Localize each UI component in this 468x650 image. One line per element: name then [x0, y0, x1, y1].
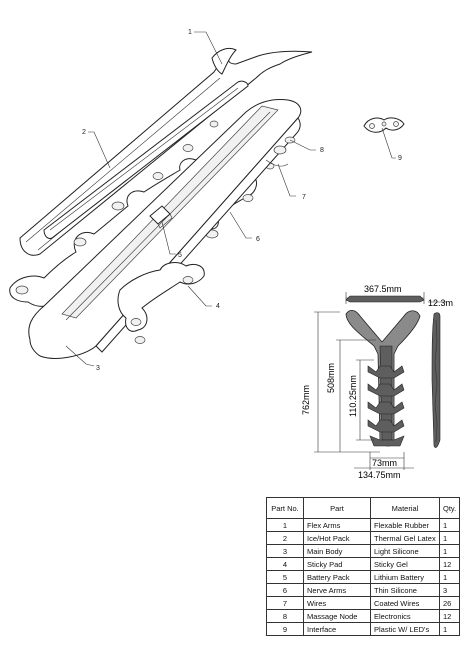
body-height-label: 508mm	[326, 363, 336, 393]
cell-part: Battery Pack	[303, 570, 371, 584]
cell-qty: 1	[438, 622, 461, 636]
cell-material: Thin Silicone	[370, 583, 440, 597]
cell-part-no: 8	[266, 609, 304, 623]
header-part-no: Part No.	[266, 497, 304, 519]
front-view	[345, 310, 421, 447]
cell-qty: 1	[438, 544, 461, 558]
cell-material: Plastic W/ LED's	[370, 622, 440, 636]
callout-5: 5	[178, 252, 182, 259]
header-qty: Qty.	[438, 497, 461, 519]
cell-part: Main Body	[303, 544, 371, 558]
side-view	[428, 301, 446, 448]
table-row: 6 Nerve Arms Thin Silicone 3	[266, 583, 461, 597]
cell-part: Ice/Hot Pack	[303, 531, 371, 545]
table-row: 4 Sticky Pad Sticky Gel 12	[266, 557, 461, 571]
cell-part-no: 1	[266, 518, 304, 532]
cell-part: Wires	[303, 596, 371, 610]
cell-material: Sticky Gel	[370, 557, 440, 571]
cell-part-no: 7	[266, 596, 304, 610]
callout-leaders	[65, 31, 396, 367]
cell-part: Flex Arms	[303, 518, 371, 532]
cell-qty: 1	[438, 570, 461, 584]
cell-part: Massage Node	[303, 609, 371, 623]
base-width-label: 134.75mm	[358, 470, 401, 480]
callout-3: 3	[96, 365, 100, 372]
cell-part-no: 9	[266, 622, 304, 636]
cell-part-no: 2	[266, 531, 304, 545]
cell-part: Interface	[303, 622, 371, 636]
cell-material: Coated Wires	[370, 596, 440, 610]
battery-pack-part	[149, 205, 173, 229]
cell-qty: 1	[438, 531, 461, 545]
total-height-label: 762mm	[301, 385, 311, 415]
cell-material: Thermal Gel Latex	[370, 531, 440, 545]
cell-qty: 3	[438, 583, 461, 597]
spine-height-label: 110.25mm	[348, 375, 358, 417]
callout-4: 4	[216, 303, 220, 310]
interface-part	[363, 117, 405, 133]
cell-part-no: 5	[266, 570, 304, 584]
table-row: 2 Ice/Hot Pack Thermal Gel Latex 1	[266, 531, 461, 545]
cell-qty: 26	[438, 596, 461, 610]
side-thickness-label: 12.3m	[428, 298, 453, 308]
callout-2: 2	[82, 129, 86, 136]
sticky-pads-part	[117, 262, 205, 344]
table-row: 1 Flex Arms Flexable Rubber 1	[266, 518, 461, 532]
cell-qty: 12	[438, 557, 461, 571]
front-view-nodes	[367, 365, 405, 447]
callout-9: 9	[398, 155, 402, 162]
callout-6: 6	[256, 236, 260, 243]
cell-material: Light Silicone	[370, 544, 440, 558]
cell-material: Electronics	[370, 609, 440, 623]
ice-hot-pack-part	[43, 80, 249, 239]
callout-1: 1	[188, 29, 192, 36]
header-material: Material	[370, 497, 440, 519]
table-row: 3 Main Body Light Silicone 1	[266, 544, 461, 558]
callout-8: 8	[320, 147, 324, 154]
cell-part-no: 4	[266, 557, 304, 571]
cell-qty: 1	[438, 518, 461, 532]
cell-qty: 12	[438, 609, 461, 623]
table-row: 9 Interface Plastic W/ LED's 1	[266, 622, 461, 636]
top-width-label: 367.5mm	[364, 284, 402, 294]
table-header-row: Part No. Part Material Qty.	[266, 497, 461, 519]
header-part: Part	[303, 497, 371, 519]
cell-part: Nerve Arms	[303, 583, 371, 597]
parts-list-table: Part No. Part Material Qty. 1 Flex Arms …	[266, 497, 461, 636]
top-width-dimension	[345, 292, 425, 304]
height-dimensions	[314, 311, 380, 453]
cell-part-no: 6	[266, 583, 304, 597]
table-row: 5 Battery Pack Lithium Battery 1	[266, 570, 461, 584]
bottom-width-dimensions	[354, 452, 414, 470]
table-row: 7 Wires Coated Wires 26	[266, 596, 461, 610]
cell-part: Sticky Pad	[303, 557, 371, 571]
neck-width-label: 73mm	[372, 458, 397, 468]
cell-material: Lithium Battery	[370, 570, 440, 584]
callout-7: 7	[302, 194, 306, 201]
table-row: 8 Massage Node Electronics 12	[266, 609, 461, 623]
cell-part-no: 3	[266, 544, 304, 558]
cell-material: Flexable Rubber	[370, 518, 440, 532]
